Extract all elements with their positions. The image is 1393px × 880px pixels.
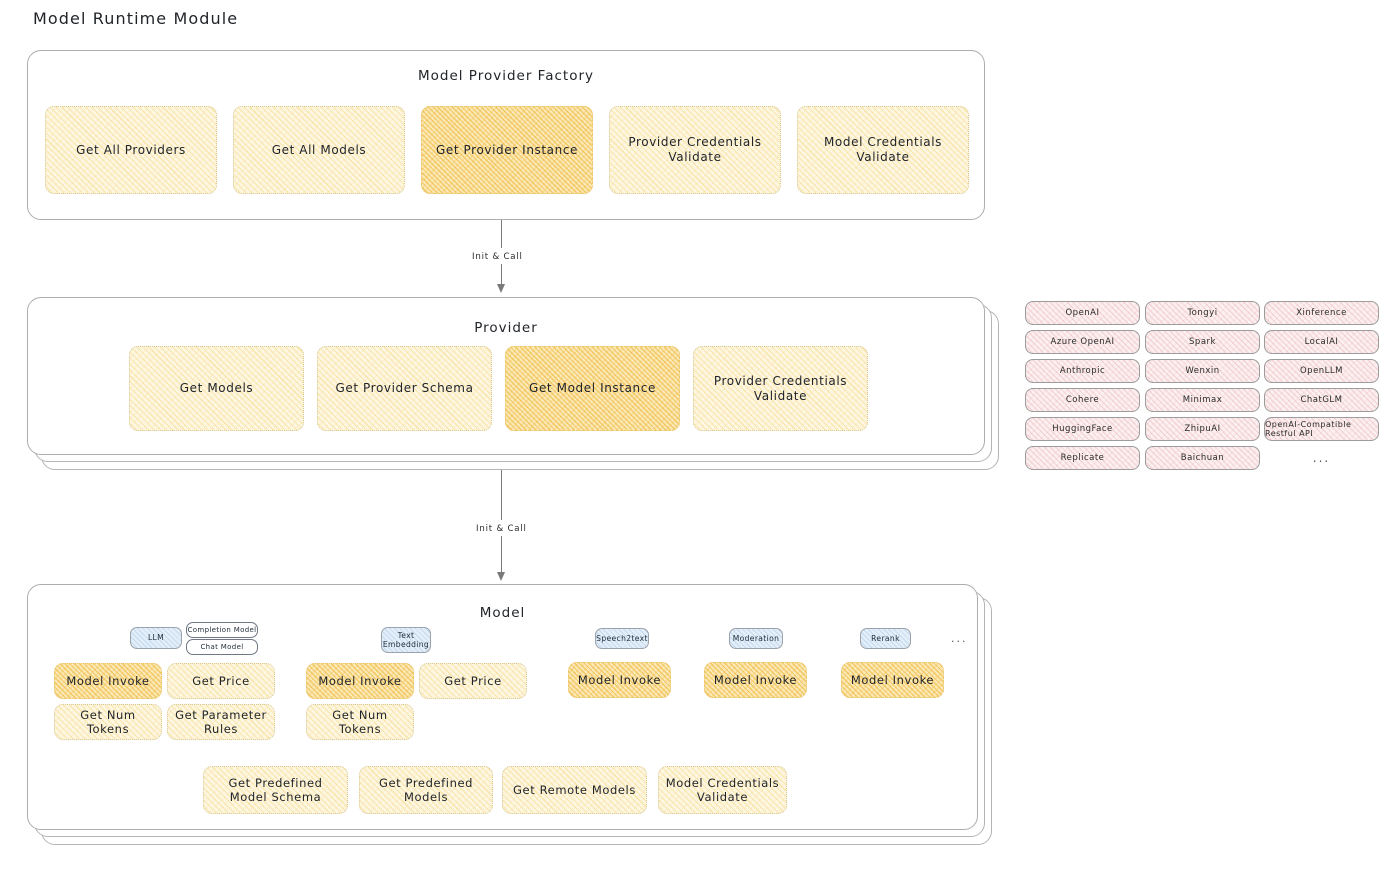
provider-chip-zhipuai[interactable]: ZhipuAI	[1145, 417, 1260, 441]
provider-chip-openai[interactable]: OpenAI	[1025, 301, 1140, 325]
provider-chip-openai-compatible-restful-api[interactable]: OpenAI-Compatible Restful API	[1264, 417, 1379, 441]
node-get-provider-instance[interactable]: Get Provider Instance	[421, 106, 593, 194]
node-provider-credentials-validate[interactable]: Provider Credentials Validate	[609, 106, 781, 194]
provider-chip-tongyi[interactable]: Tongyi	[1145, 301, 1260, 325]
node-speech2text-model-invoke[interactable]: Model Invoke	[568, 662, 671, 698]
arrow-2-label: Init & Call	[476, 524, 527, 534]
node-get-models[interactable]: Get Models	[129, 346, 304, 431]
node-get-remote-models[interactable]: Get Remote Models	[502, 766, 647, 814]
node-get-all-providers[interactable]: Get All Providers	[45, 106, 217, 194]
arrow-1-head	[497, 284, 505, 293]
badge-chat-model[interactable]: Chat Model	[186, 639, 258, 655]
arrow-1-label: Init & Call	[472, 252, 523, 262]
model-more-indicator: ...	[951, 632, 968, 645]
provider-chip-anthropic[interactable]: Anthropic	[1025, 359, 1140, 383]
node-get-model-instance[interactable]: Get Model Instance	[505, 346, 680, 431]
node-text-embedding-get-num-tokens[interactable]: Get Num Tokens	[306, 704, 414, 740]
node-model-credentials-validate-2[interactable]: Model Credentials Validate	[658, 766, 787, 814]
badge-speech2text[interactable]: Speech2text	[595, 628, 649, 649]
provider-chip-replicate[interactable]: Replicate	[1025, 446, 1140, 470]
provider-chip-more: ...	[1312, 451, 1331, 465]
node-model-credentials-validate[interactable]: Model Credentials Validate	[797, 106, 969, 194]
provider-chip-chatglm[interactable]: ChatGLM	[1264, 388, 1379, 412]
provider-chip-azure-openai[interactable]: Azure OpenAI	[1025, 330, 1140, 354]
arrow-2-head	[497, 572, 505, 581]
node-moderation-model-invoke[interactable]: Model Invoke	[704, 662, 807, 698]
badge-text-embedding[interactable]: Text Embedding	[381, 627, 431, 653]
arrow-2-line-top	[501, 470, 503, 520]
badge-rerank[interactable]: Rerank	[860, 628, 911, 649]
node-get-all-models[interactable]: Get All Models	[233, 106, 405, 194]
section-title-provider: Provider	[474, 320, 538, 336]
arrow-1-line-bottom	[501, 264, 503, 286]
node-text-embedding-model-invoke[interactable]: Model Invoke	[306, 663, 414, 699]
provider-chip-huggingface[interactable]: HuggingFace	[1025, 417, 1140, 441]
node-provider-credentials-validate-2[interactable]: Provider Credentials Validate	[693, 346, 868, 431]
arrow-1-line-top	[501, 220, 503, 248]
section-title-model: Model	[479, 605, 526, 621]
badge-llm[interactable]: LLM	[130, 627, 182, 649]
provider-chip-baichuan[interactable]: Baichuan	[1145, 446, 1260, 470]
node-get-provider-schema[interactable]: Get Provider Schema	[317, 346, 492, 431]
page-title: Model Runtime Module	[33, 9, 239, 28]
node-llm-get-price[interactable]: Get Price	[167, 663, 275, 699]
provider-chip-minimax[interactable]: Minimax	[1145, 388, 1260, 412]
provider-chip-xinference[interactable]: Xinference	[1264, 301, 1379, 325]
badge-completion-model[interactable]: Completion Model	[186, 622, 258, 638]
provider-chip-cohere[interactable]: Cohere	[1025, 388, 1140, 412]
provider-chip-spark[interactable]: Spark	[1145, 330, 1260, 354]
provider-chip-wenxin[interactable]: Wenxin	[1145, 359, 1260, 383]
node-get-predefined-model-schema[interactable]: Get Predefined Model Schema	[203, 766, 348, 814]
node-rerank-model-invoke[interactable]: Model Invoke	[841, 662, 944, 698]
section-title-model-provider-factory: Model Provider Factory	[417, 68, 594, 84]
node-llm-get-num-tokens[interactable]: Get Num Tokens	[54, 704, 162, 740]
provider-chip-localai[interactable]: LocalAI	[1264, 330, 1379, 354]
node-get-predefined-models[interactable]: Get Predefined Models	[359, 766, 493, 814]
provider-chip-openllm[interactable]: OpenLLM	[1264, 359, 1379, 383]
node-text-embedding-get-price[interactable]: Get Price	[419, 663, 527, 699]
node-llm-model-invoke[interactable]: Model Invoke	[54, 663, 162, 699]
node-llm-get-parameter-rules[interactable]: Get Parameter Rules	[167, 704, 275, 740]
arrow-2-line-bottom	[501, 536, 503, 576]
badge-moderation[interactable]: Moderation	[729, 628, 783, 649]
